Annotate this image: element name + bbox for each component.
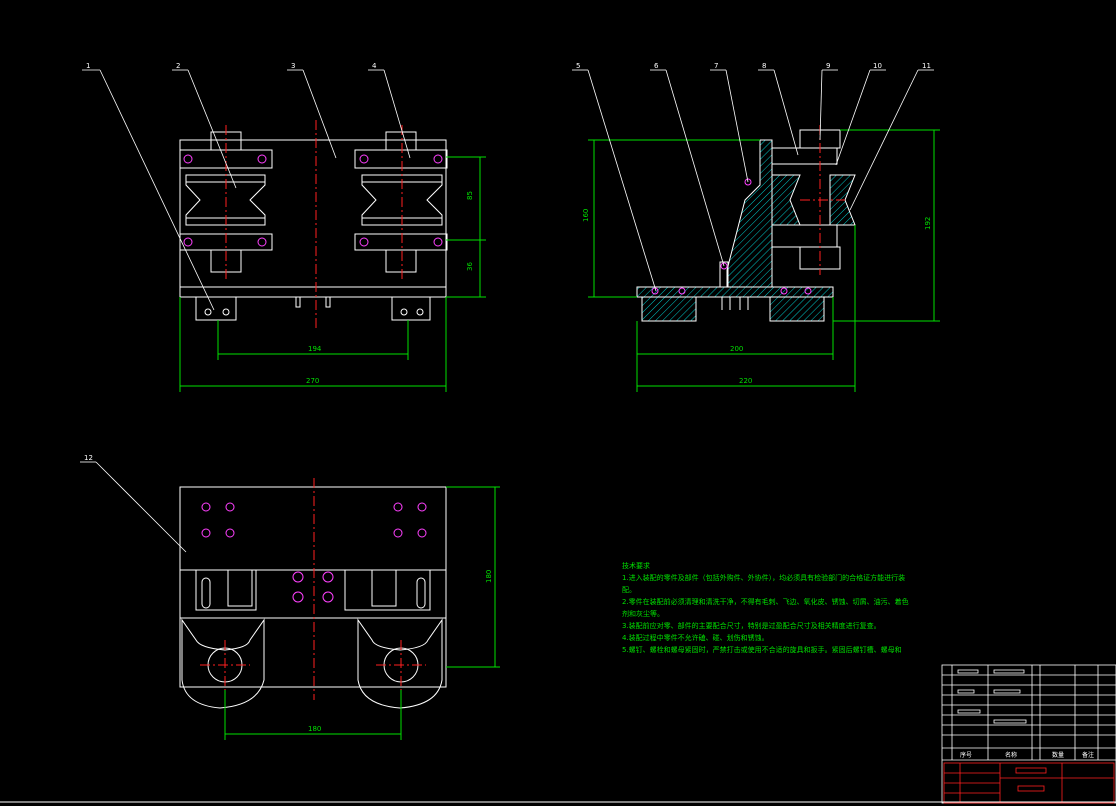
dim-top-overall-width: 270: [306, 377, 319, 385]
notes-title: 技术要求: [622, 562, 650, 570]
dim-top-inner-width: 194: [308, 345, 322, 353]
title-col-name: 名称: [1005, 751, 1017, 759]
note-line-2: 2.零件在装配前必须清理和清洗干净，不得有毛刺、飞边、氧化皮、锈蚀、切屑、油污、…: [622, 598, 909, 618]
dim-side-overall-width: 220: [739, 377, 752, 385]
dim-side-height: 160: [582, 209, 590, 222]
dim-side-right-height: 192: [924, 217, 932, 230]
title-col-qty: 数量: [1052, 751, 1064, 759]
balloon-8: 8: [762, 62, 766, 70]
dim-top-height-b: 36: [466, 262, 474, 271]
title-block-red: [943, 762, 1115, 804]
balloon-2: 2: [176, 62, 180, 70]
technical-requirements: 技术要求 1.进入装配的零件及部件（包括外购件、外协件），均必须具有检验部门的合…: [622, 560, 912, 656]
dim-top-height-a: 85: [466, 191, 474, 200]
balloon-labels: 1 2 3 4 5 6 7 8 9 10 11 12: [84, 62, 931, 462]
note-line-4: 4.装配过程中零件不允许磕、碰、划伤和锈蚀。: [622, 634, 769, 642]
top-view-holes: [183, 154, 443, 247]
balloon-5: 5: [576, 62, 580, 70]
side-view-holes: [651, 178, 812, 295]
dimension-lines: [179, 129, 940, 740]
title-col-remark: 备注: [1082, 751, 1094, 759]
note-line-5: 5.螺钉、螺栓和螺母紧固时，严禁打击或使用不合适的旋具和扳手。紧固后螺钉槽、螺母…: [622, 646, 902, 654]
dim-bottom-width: 180: [308, 725, 321, 733]
note-line-1: 1.进入装配的零件及部件（包括外购件、外协件），均必须具有检验部门的合格证方能进…: [622, 574, 906, 594]
balloon-4: 4: [372, 62, 377, 70]
bottom-view-centerlines: [200, 478, 426, 700]
balloon-6: 6: [654, 62, 659, 70]
bottom-view-holes: [201, 502, 427, 603]
balloon-3: 3: [291, 62, 295, 70]
bottom-view: [179, 486, 447, 709]
side-view-centerlines: [800, 125, 845, 275]
balloon-9: 9: [826, 62, 830, 70]
balloon-12: 12: [84, 454, 93, 462]
balloon-10: 10: [873, 62, 882, 70]
balloon-1: 1: [86, 62, 90, 70]
top-view-centerlines: [225, 120, 403, 330]
note-line-3: 3.装配前应对零、部件的主要配合尺寸，特别是过盈配合尺寸及相关精度进行复查。: [622, 622, 881, 630]
balloon-7: 7: [714, 62, 718, 70]
top-view: [179, 131, 448, 321]
dim-side-inner-width: 200: [730, 345, 743, 353]
dim-bottom-height: 180: [485, 570, 493, 583]
title-block: [941, 664, 1116, 804]
dimension-texts: 85 36 194 270 160 192 200 220 180 180: [306, 191, 932, 733]
title-block-labels: 序号 名称 数量 备注: [960, 751, 1094, 759]
title-col-no: 序号: [960, 751, 972, 759]
side-view: [636, 129, 856, 322]
leader-lines: [80, 69, 934, 553]
balloon-11: 11: [922, 62, 931, 70]
